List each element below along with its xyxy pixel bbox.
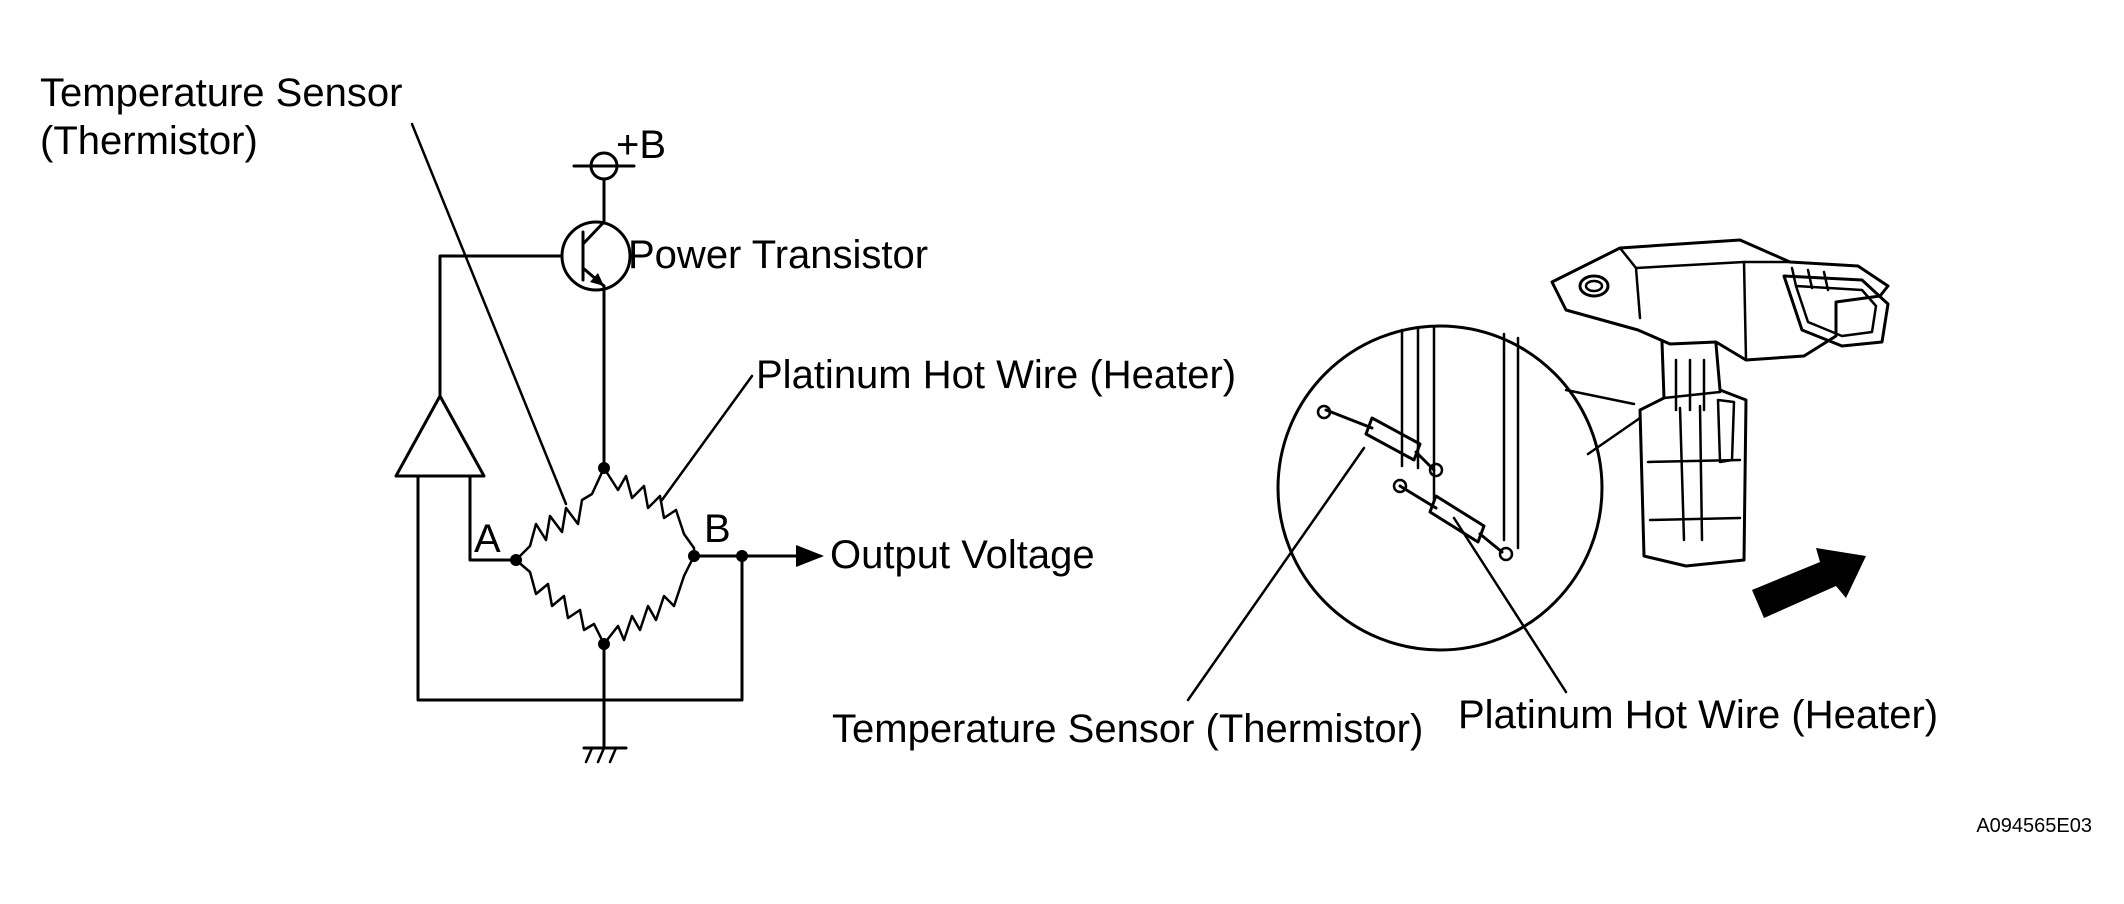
- hot-wire-resistor: [602, 466, 696, 558]
- junction-top: [598, 462, 610, 474]
- junction-a: [510, 554, 522, 566]
- junction-output: [736, 550, 748, 562]
- hot-wire-leader: [660, 374, 754, 502]
- thermistor-resistor: [514, 466, 606, 562]
- supply-label: +B: [616, 123, 666, 167]
- mounting-hole-icon: [1578, 274, 1610, 298]
- hot-wire-label: Platinum Hot Wire (Heater): [756, 353, 1236, 397]
- return-wire: [416, 474, 744, 702]
- thermistor-element: [1316, 404, 1444, 478]
- temp-sensor-label-line2: (Thermistor): [40, 119, 258, 163]
- detail-magnifier: [1276, 324, 1642, 652]
- ground-icon: [582, 746, 628, 764]
- figure-code: A094565E03: [1976, 815, 2092, 837]
- sensor-hot-wire-leader: [1452, 516, 1568, 694]
- hot-wire-element: [1392, 478, 1514, 562]
- connector-icon: [1782, 274, 1890, 348]
- sensor-temp-leader: [1186, 446, 1366, 702]
- output-arrow-icon: [796, 545, 824, 567]
- feedback-wire: [438, 254, 564, 398]
- node-b-label: B: [704, 507, 731, 551]
- sensor-probe: [1638, 340, 1748, 568]
- junction-b: [688, 550, 700, 562]
- sensor-housing: [1550, 238, 1890, 362]
- power-transistor-label: Power Transistor: [628, 233, 928, 277]
- bridge-network: [514, 466, 696, 646]
- sensor-hot-wire-label: Platinum Hot Wire (Heater): [1458, 693, 1938, 737]
- junction-bottom: [598, 638, 610, 650]
- node-a-wire: [468, 474, 518, 562]
- sensor-illustration: Temperature Sensor (Thermistor) Platinum…: [832, 238, 1938, 751]
- power-transistor-icon: [560, 220, 632, 292]
- output-voltage-label: Output Voltage: [830, 533, 1095, 577]
- node-a-label: A: [474, 517, 501, 561]
- bridge-resistor-bottom-right: [602, 554, 696, 646]
- airflow-arrow-icon: [1752, 548, 1866, 618]
- circuit-schematic: Temperature Sensor (Thermistor) +B Power…: [40, 71, 1236, 764]
- sensor-temp-label: Temperature Sensor (Thermistor): [832, 707, 1423, 751]
- temp-sensor-label-line1: Temperature Sensor: [40, 71, 402, 115]
- amplifier-icon: [394, 394, 486, 478]
- supply-terminal-icon: [572, 151, 636, 224]
- bridge-resistor-bottom-left: [514, 558, 606, 646]
- temp-sensor-leader: [410, 122, 568, 506]
